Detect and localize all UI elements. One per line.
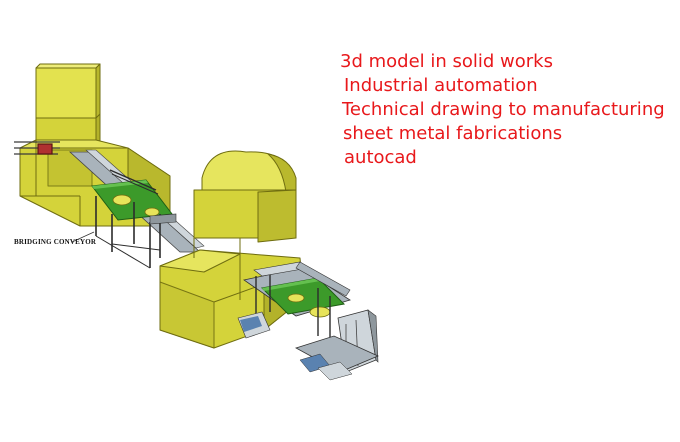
infeed-rails — [14, 141, 60, 155]
process-station — [237, 261, 379, 381]
services-list: 3d model in solid works Industrial autom… — [340, 50, 665, 170]
bridging-conveyor — [68, 149, 205, 269]
callout-leader — [71, 231, 95, 243]
service-autocad: autocad — [344, 147, 417, 168]
service-industrial-automation: Industrial automation — [344, 75, 538, 96]
service-sheet-metal: sheet metal fabrications — [343, 123, 563, 144]
service-solidworks: 3d model in solid works — [340, 51, 553, 72]
bridging-conveyor-label: BRIDGING CONVEYOR — [14, 238, 97, 246]
service-technical-drawing: Technical drawing to manufacturing — [342, 99, 665, 120]
